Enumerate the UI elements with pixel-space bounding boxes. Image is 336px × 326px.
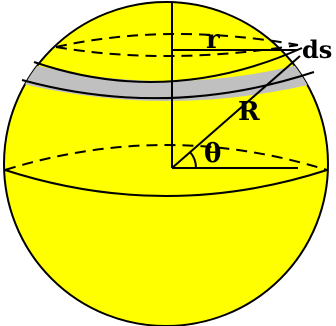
equator-back <box>4 144 328 171</box>
label-angle: θ <box>204 139 221 169</box>
surface-strip <box>4 58 328 101</box>
label-small-radius: r <box>206 25 220 55</box>
strip-lower-edge <box>21 71 315 100</box>
angle-arc <box>189 151 198 169</box>
equator-front <box>4 169 328 197</box>
label-strip-width: ds <box>302 35 332 64</box>
sphere-radius-line <box>171 55 301 169</box>
strip-upper-edge <box>33 47 303 83</box>
label-sphere-radius: R <box>238 97 260 127</box>
